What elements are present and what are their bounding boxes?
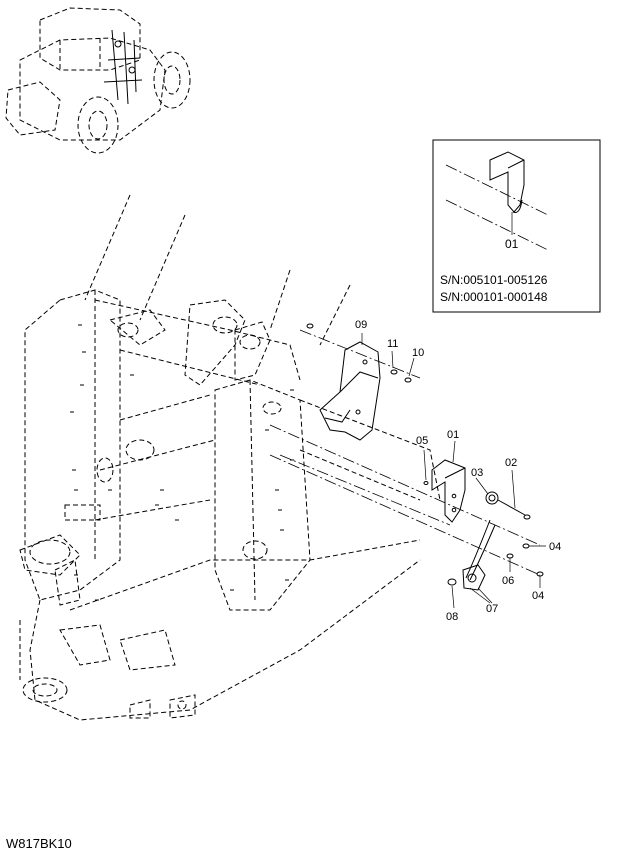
callout-06: 06 [502,575,514,587]
drawing-code: W817BK10 [6,836,72,851]
callout-07: 07 [486,603,498,615]
serial-range-2: S/N:000101-000148 [440,290,548,304]
inset-detail-box: 01 S/N:005101-005126 S/N:000101-000148 [432,139,601,313]
bolt-part-08 [447,578,457,609]
screw-parts-10-11 [306,323,415,383]
assembly-centerlines [269,329,541,576]
callout-labels: 09 11 10 01 05 02 03 04 06 04 07 08 [355,319,561,623]
serial-range-1: S/N:005101-005126 [440,273,548,287]
callout-10: 10 [412,347,424,359]
callout-02: 02 [505,457,517,469]
bracket-part-09 [319,333,381,441]
inset-part-label: 01 [505,237,519,251]
sensor-part-03 [475,477,499,505]
callout-11: 11 [387,338,398,350]
clamp-part-07 [462,564,493,604]
callout-01: 01 [447,429,459,441]
bracket-part-01 [431,440,466,523]
callout-04-lower: 04 [532,590,544,602]
callout-09: 09 [355,319,367,331]
callout-04-upper: 04 [549,541,561,553]
machine-locator-thumbnail [5,7,191,154]
callout-08: 08 [446,611,458,623]
callout-05: 05 [416,435,428,447]
front-frame-phantom [19,194,441,721]
cable-part-02 [465,469,531,581]
callout-03: 03 [471,467,483,479]
frame-bolt-holes [70,324,294,601]
hardware-parts-04-05-06 [423,449,546,588]
